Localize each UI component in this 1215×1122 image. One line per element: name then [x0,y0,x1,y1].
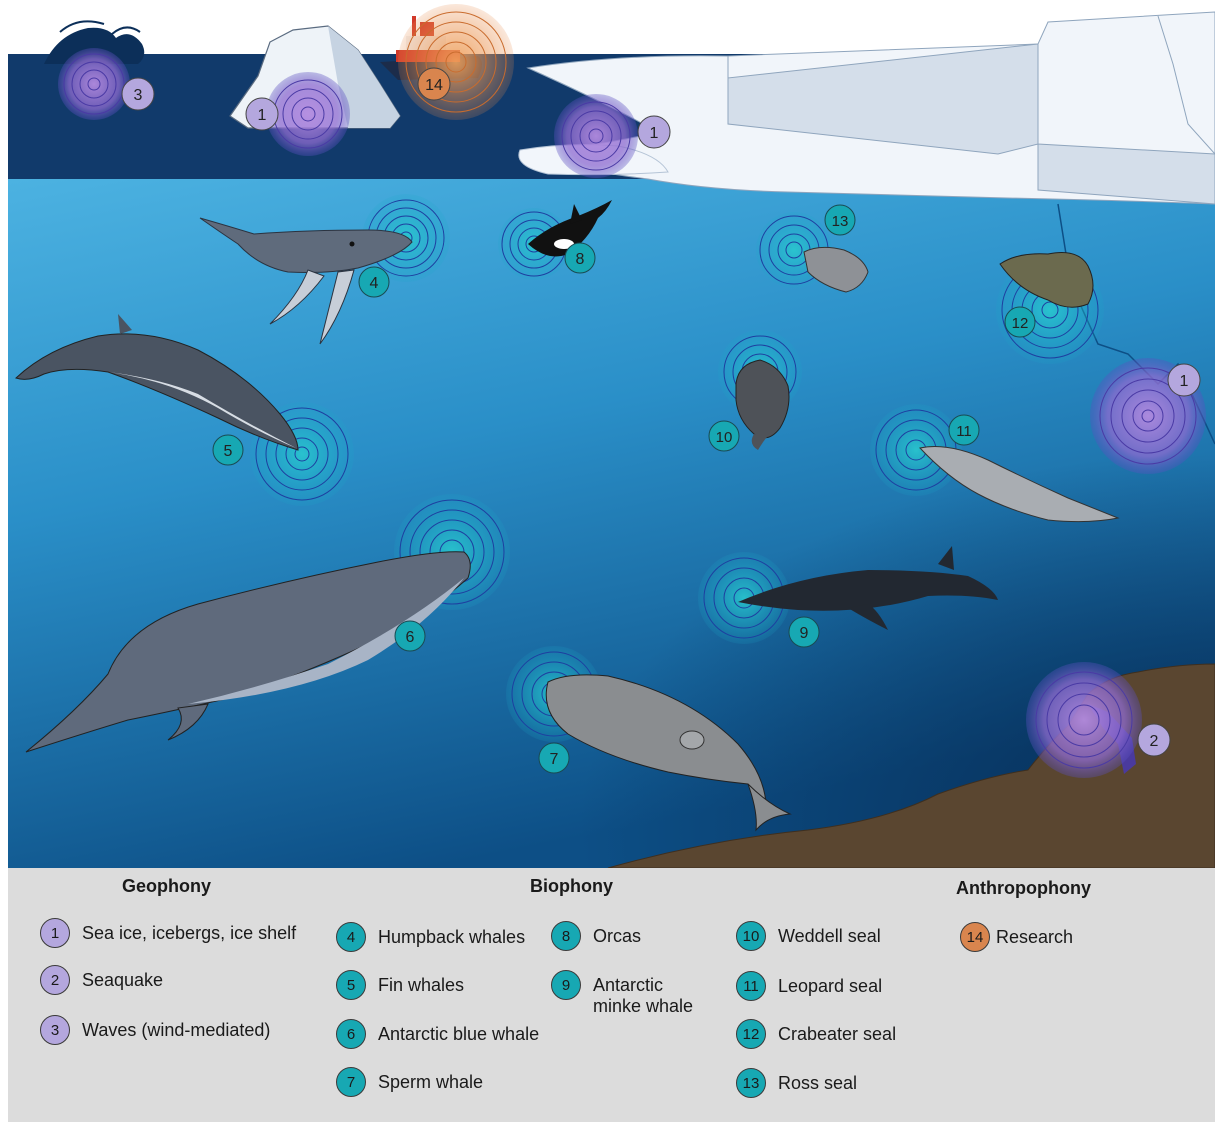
legend-label: Weddell seal [778,926,881,947]
legend-panel: Geophony Biophony Anthropophony 1 Sea ic… [8,868,1215,1122]
marker-seaquake: 2 [1138,724,1170,756]
legend-item-4: 4 Humpback whales [336,922,525,952]
legend-item-3: 3 Waves (wind-mediated) [40,1015,270,1045]
marker-blue: 6 [395,621,425,651]
svg-text:8: 8 [576,251,585,268]
svg-text:12: 12 [1012,315,1029,332]
legend-label-line1: Antarctic [593,975,693,996]
svg-text:10: 10 [716,429,733,446]
legend-badge: 2 [40,965,70,995]
ripple-iceberg [266,72,350,156]
legend-badge: 11 [736,971,766,1001]
svg-text:1: 1 [1180,373,1189,390]
legend-label: Leopard seal [778,976,882,997]
svg-text:4: 4 [370,275,379,292]
geophony-heading: Geophony [122,876,211,897]
legend-item-11: 11 Leopard seal [736,971,882,1001]
legend-badge: 7 [336,1067,366,1097]
svg-text:6: 6 [406,629,415,646]
ocean-soundscape-illustration: 3 1 14 1 1 2 4 5 6 7 8 9 10 11 12 13 [8,4,1215,868]
legend-label: Antarctic minke whale [593,975,693,1017]
legend-badge: 8 [551,921,581,951]
legend-item-9: 9 Antarctic minke whale [551,970,693,1017]
svg-text:11: 11 [956,423,972,440]
legend-label: Waves (wind-mediated) [82,1020,270,1041]
legend-label: Orcas [593,926,641,947]
svg-text:2: 2 [1150,733,1159,750]
svg-text:13: 13 [832,213,849,230]
legend-item-10: 10 Weddell seal [736,921,881,951]
svg-text:3: 3 [134,87,143,104]
marker-minke: 9 [789,617,819,647]
legend-badge: 6 [336,1019,366,1049]
marker-humpback: 4 [359,267,389,297]
marker-waves: 3 [122,78,154,110]
ripple-ship [398,4,514,120]
legend-badge: 4 [336,922,366,952]
legend-item-2: 2 Seaquake [40,965,163,995]
legend-label: Ross seal [778,1073,857,1094]
legend-item-5: 5 Fin whales [336,970,464,1000]
legend-badge: 12 [736,1019,766,1049]
legend-item-6: 6 Antarctic blue whale [336,1019,539,1049]
marker-weddell: 10 [709,421,739,451]
biophony-heading: Biophony [530,876,613,897]
marker-ship: 14 [418,68,450,100]
svg-text:7: 7 [550,751,559,768]
legend-label: Seaquake [82,970,163,991]
legend-item-8: 8 Orcas [551,921,641,951]
marker-ice-shelf: 1 [1168,364,1200,396]
legend-badge: 3 [40,1015,70,1045]
ripple-sea-ice [554,94,638,178]
legend-label: Fin whales [378,975,464,996]
legend-item-12: 12 Crabeater seal [736,1019,896,1049]
ripple-seaquake [1026,662,1142,778]
legend-label: Sperm whale [378,1072,483,1093]
legend-badge: 13 [736,1068,766,1098]
legend-badge: 10 [736,921,766,951]
ripple-waves [58,48,130,120]
svg-text:1: 1 [258,107,267,124]
legend-badge: 1 [40,918,70,948]
svg-text:9: 9 [800,625,809,642]
legend-item-14: 14 Research [960,922,1073,952]
marker-fin: 5 [213,435,243,465]
legend-label: Sea ice, icebergs, ice shelf [82,923,296,944]
anthropophony-heading: Anthropophony [956,878,1091,899]
svg-text:5: 5 [224,443,233,460]
marker-crabeater: 12 [1005,307,1035,337]
legend-item-7: 7 Sperm whale [336,1067,483,1097]
marker-sperm: 7 [539,743,569,773]
marker-orca: 8 [565,243,595,273]
legend-badge: 5 [336,970,366,1000]
legend-badge: 14 [960,922,990,952]
legend-label: Antarctic blue whale [378,1024,539,1045]
marker-sea-ice: 1 [638,116,670,148]
legend-item-1: 1 Sea ice, icebergs, ice shelf [40,918,296,948]
legend-label: Crabeater seal [778,1024,896,1045]
marker-leopard: 11 [949,415,979,445]
svg-text:14: 14 [425,77,443,94]
marker-ross: 13 [825,205,855,235]
legend-badge: 9 [551,970,581,1000]
legend-label-line2: minke whale [593,996,693,1017]
svg-text:1: 1 [650,125,659,142]
legend-label: Humpback whales [378,927,525,948]
legend-item-13: 13 Ross seal [736,1068,857,1098]
legend-label: Research [996,927,1073,948]
marker-iceberg: 1 [246,98,278,130]
